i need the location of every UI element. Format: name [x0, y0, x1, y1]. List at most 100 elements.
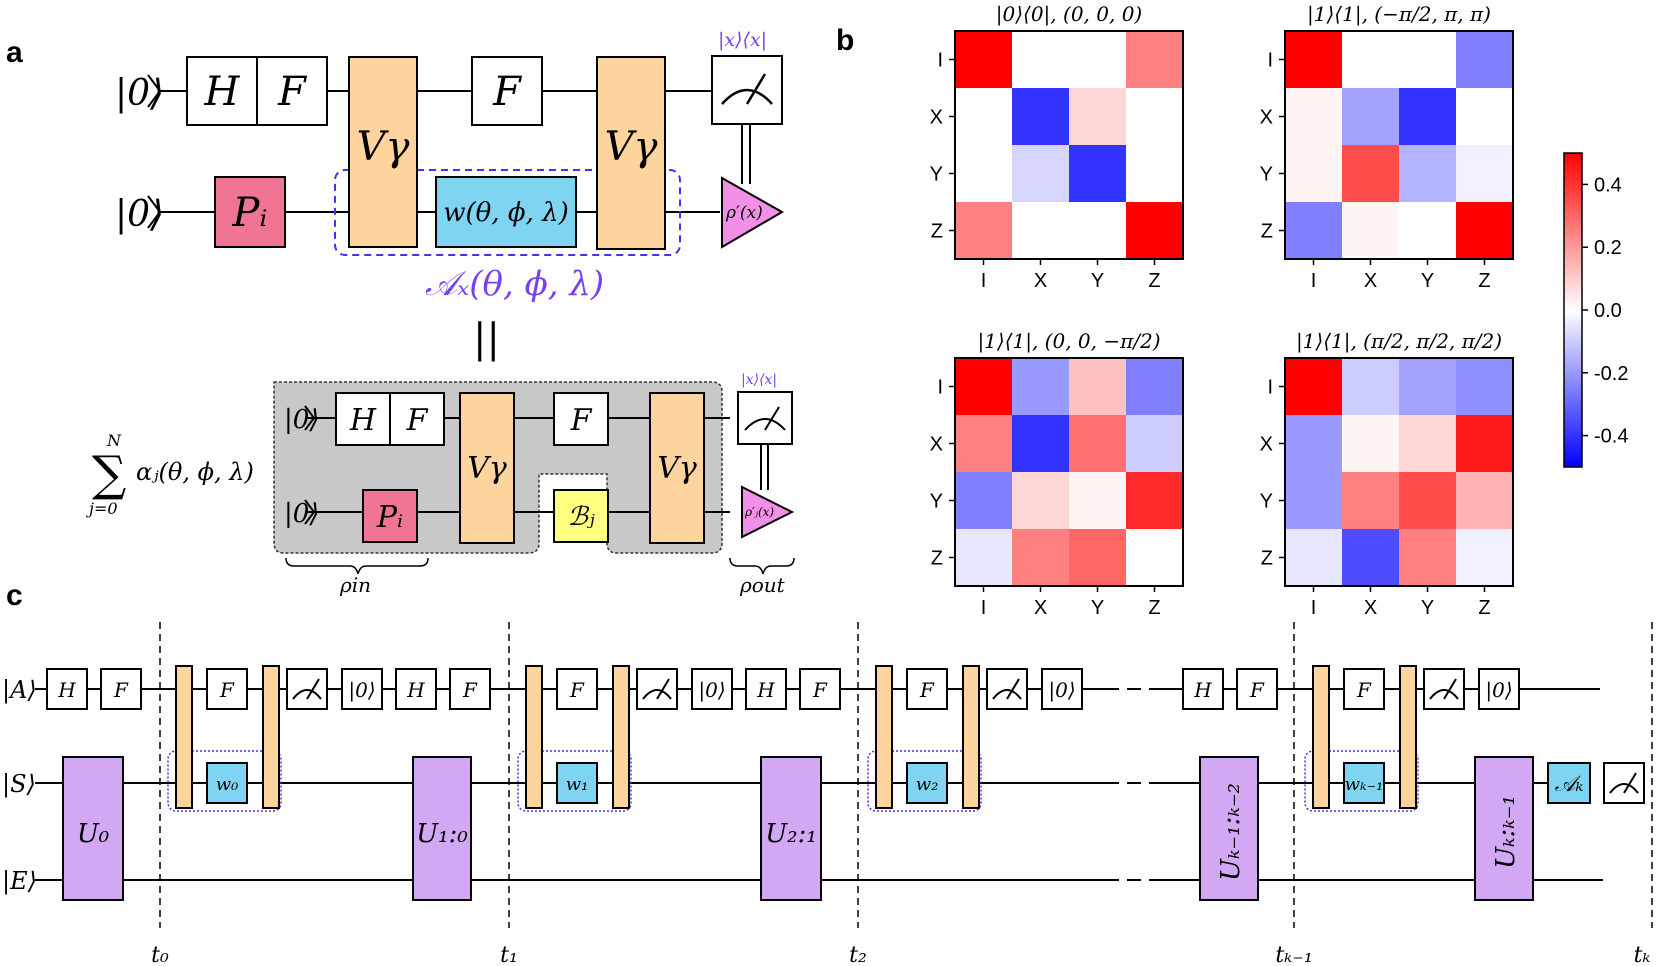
- f-gate: [449, 668, 491, 710]
- heatmap-cell: [1126, 31, 1183, 88]
- v-gamma-gate: [1312, 665, 1330, 809]
- meter-icon: [992, 689, 1022, 700]
- y-tick-label: X: [1260, 434, 1273, 456]
- f-gate: [256, 56, 328, 126]
- f-gate-label: F: [570, 403, 593, 438]
- w-gate: [556, 762, 598, 804]
- heatmap-cell: [1456, 529, 1513, 586]
- sum-coefficient: αⱼ(θ, ϕ, λ): [136, 458, 254, 486]
- channel-dashed-box: [167, 750, 282, 812]
- channel-dashed-box: [1304, 750, 1419, 812]
- output-state-label: ρ′ⱼ(x): [744, 505, 774, 519]
- v-gamma-label: Vγ: [467, 451, 507, 486]
- y-tick-label: I: [937, 377, 943, 399]
- hadamard-gate-label: H: [406, 678, 425, 702]
- v-gamma-gate: [612, 665, 630, 809]
- w-gate-label: w₁: [566, 774, 589, 795]
- meter-icon: [1609, 783, 1639, 794]
- colorbar-tick-label: 0.2: [1594, 237, 1622, 259]
- rho-out-label: ρout: [739, 573, 786, 597]
- heatmap-cell: [1456, 472, 1513, 529]
- time-label: t₀: [151, 943, 169, 966]
- heatmap-cell: [1342, 472, 1399, 529]
- heatmap-cell: [1012, 529, 1069, 586]
- ket-bracket: [304, 405, 316, 431]
- p-gate: [362, 489, 418, 543]
- w-gate-label: w(θ, ϕ, λ): [443, 198, 568, 228]
- x-tick-label: Y: [1421, 597, 1434, 619]
- p-gate-label: Pᵢ: [232, 190, 268, 236]
- x-tick-label: Y: [1091, 597, 1104, 619]
- reset-gate: [1478, 668, 1520, 710]
- colorbar-ticks: 0.40.20.0-0.2-0.4: [1582, 174, 1628, 448]
- heatmap-cell: [1342, 529, 1399, 586]
- w-gate-label: wₖ₋₁: [1345, 774, 1384, 795]
- measure-projector-label: |x⟩⟨x|: [741, 372, 777, 388]
- x-tick-label: X: [1034, 270, 1047, 292]
- f-gate-label: F: [919, 678, 935, 702]
- reset-gate: [691, 668, 733, 710]
- x-tick-label: I: [1311, 597, 1317, 619]
- heatmap-cell: [1285, 472, 1342, 529]
- heatmap-cell: [1126, 202, 1183, 259]
- heatmap-cell: [1069, 358, 1126, 415]
- heatmap-cell: [1456, 202, 1513, 259]
- hadamard-gate: [335, 392, 391, 446]
- f-gate: [1236, 668, 1278, 710]
- f-gate: [906, 668, 948, 710]
- heatmap-cell: [1399, 472, 1456, 529]
- heatmap-cell: [1285, 31, 1342, 88]
- meter-needle: [1006, 678, 1020, 700]
- hadamard-gate: [395, 668, 437, 710]
- meter-icon: [744, 418, 786, 431]
- hadamard-gate: [46, 668, 88, 710]
- y-tick-label: Z: [1261, 548, 1273, 570]
- heatmap-cell: [1069, 529, 1126, 586]
- f-gate-label: F: [113, 678, 129, 702]
- y-tick-label: X: [930, 107, 943, 129]
- heatmap-cell: [1285, 88, 1342, 145]
- heatmap-title: |1⟩⟨1|, (0, 0, −π/2): [977, 329, 1160, 354]
- meter-needle: [656, 678, 670, 700]
- heatmap-cell: [955, 202, 1012, 259]
- panel-label-b: b: [836, 24, 854, 57]
- channel-dashed-box: [867, 750, 982, 812]
- p-gate: [214, 176, 286, 248]
- y-tick-label: I: [1267, 377, 1273, 399]
- heatmap-cell: [1126, 472, 1183, 529]
- ket-bracket: [304, 499, 316, 525]
- heatmap-cell: [955, 529, 1012, 586]
- b-gate: [553, 489, 609, 543]
- y-tick-label: Y: [930, 491, 943, 513]
- heatmap-cell: [1069, 88, 1126, 145]
- sum-lower-limit: j=0: [86, 499, 118, 518]
- wire-label-A: |A⟩: [2, 676, 37, 705]
- panel-label-c: c: [6, 579, 23, 612]
- f-gate: [100, 668, 142, 710]
- y-tick-label: X: [1260, 107, 1273, 129]
- output-state-label: ρ′(x): [725, 203, 763, 223]
- heatmap-cell: [1342, 88, 1399, 145]
- w-gate: [1343, 762, 1385, 804]
- unitary-label: U₂:₁: [765, 819, 817, 849]
- y-tick-label: I: [937, 50, 943, 72]
- heatmap-cell: [1012, 472, 1069, 529]
- heatmap-cell: [1012, 88, 1069, 145]
- time-label: t₁: [500, 943, 518, 966]
- heatmap-cell: [1126, 529, 1183, 586]
- unitary-gate: [1199, 756, 1259, 901]
- heatmap-cell: [1456, 145, 1513, 202]
- f-gate: [556, 668, 598, 710]
- reset-gate: [1041, 668, 1083, 710]
- heatmap-cell: [1399, 358, 1456, 415]
- channel-label: 𝒜ₓ(θ, ϕ, λ): [425, 264, 604, 304]
- panel-a-circuit: |0⟩ |0⟩ H F F Pᵢ Vγ Vγ w(θ, ϕ, λ) 𝒜ₓ(θ, …: [115, 29, 785, 362]
- heatmap-cell: [1285, 202, 1342, 259]
- w-gate: [435, 176, 577, 248]
- f-gate-label: F: [1249, 678, 1265, 702]
- time-label: tₖ₋₁: [1275, 943, 1312, 966]
- channel-dashed-box: [334, 169, 681, 256]
- heatmap-cell: [1126, 88, 1183, 145]
- v-gamma-gate: [962, 665, 980, 809]
